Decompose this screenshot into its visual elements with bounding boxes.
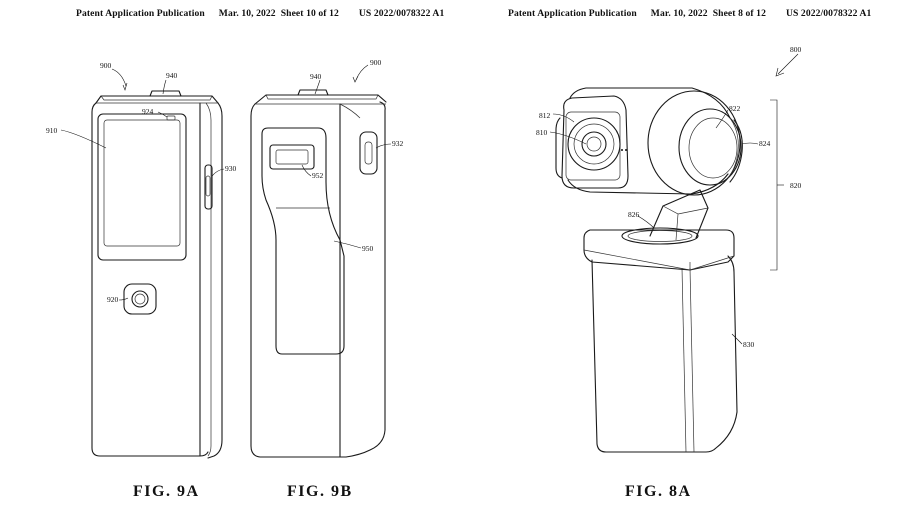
ref-810: 810 <box>536 128 548 137</box>
ref-932: 932 <box>392 139 404 148</box>
ref-910: 910 <box>46 126 58 135</box>
ref-812: 812 <box>539 111 551 120</box>
ref-924: 924 <box>142 107 154 116</box>
ref-920: 920 <box>107 295 119 304</box>
ref-940: 940 <box>310 72 322 81</box>
figure-caption-9b: FIG. 9B <box>287 483 353 501</box>
ref-826: 826 <box>628 210 640 219</box>
ref-822: 822 <box>729 104 741 113</box>
ref-940: 940 <box>166 71 178 80</box>
ref-830: 830 <box>743 340 755 349</box>
ref-952: 952 <box>312 171 324 180</box>
ref-900: 900 <box>100 61 112 70</box>
ref-930: 930 <box>225 164 237 173</box>
figure-caption-9a: FIG. 9A <box>133 483 200 501</box>
ref-824: 824 <box>759 139 771 148</box>
gimbal-camera-drawing: 800 812 810 822 824 820 826 830 <box>536 45 802 452</box>
device-back-drawing: 940 900 932 952 950 <box>251 58 404 457</box>
figure-caption-8a: FIG. 8A <box>625 483 692 501</box>
ref-800: 800 <box>790 45 802 54</box>
ref-950: 950 <box>362 244 374 253</box>
device-front-drawing: 900 940 924 910 930 920 <box>46 61 237 458</box>
ref-820: 820 <box>790 181 802 190</box>
ref-900: 900 <box>370 58 382 67</box>
